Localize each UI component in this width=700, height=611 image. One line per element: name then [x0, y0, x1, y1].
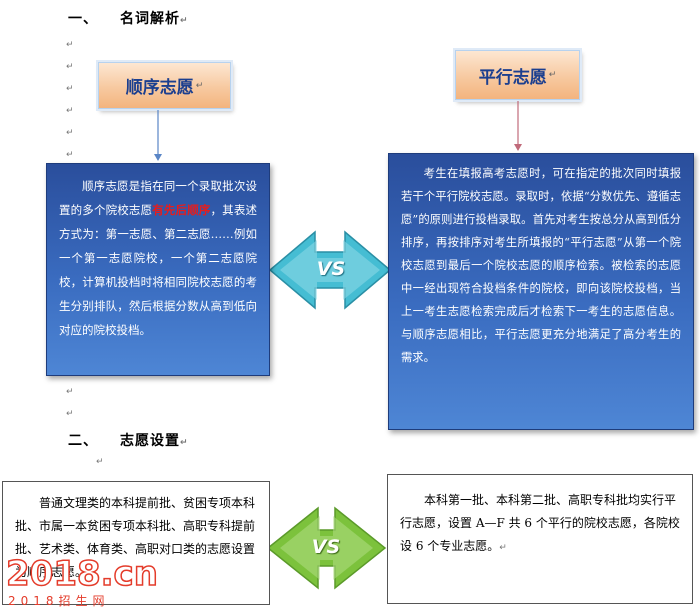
- sequential-desc-highlight: 有先后顺序: [152, 203, 211, 217]
- sequential-volunteer-label-text: 顺序志愿: [125, 78, 194, 98]
- watermark-subtitle: 2018招生网: [8, 594, 110, 608]
- paragraph-mark: ↵: [66, 106, 74, 116]
- parallel-volunteer-label: 平行志愿↵: [455, 50, 580, 100]
- parallel-volunteer-description: 考生在填报高考志愿时，可在指定的批次同时填报若干个平行院校志愿。录取时，依据“分…: [388, 153, 694, 430]
- paragraph-mark: ↵: [66, 40, 74, 50]
- parallel-setting-text: 本科第一批、本科第二批、高职专科批均实行平行志愿，设置 A—F 共 6 个平行的…: [400, 493, 680, 553]
- paragraph-mark: ↵: [66, 84, 74, 94]
- section-1-title: 名词解析: [120, 11, 180, 27]
- vs-label-bottom: VS: [311, 536, 341, 558]
- parallel-setting-box: 本科第一批、本科第二批、高职专科批均实行平行志愿，设置 A—F 共 6 个平行的…: [387, 474, 693, 604]
- sequential-volunteer-label: 顺序志愿↵: [98, 62, 231, 109]
- section-2-title: 志愿设置: [120, 433, 180, 449]
- sequential-desc-text-1: 顺序志愿是指在同一个录取批次设置的多个院校志愿: [59, 179, 257, 217]
- sequential-setting-box: 普通文理类的本科提前批、贫困专项本科批、市属一本贫困专项本科批、高职专科提前批、…: [2, 481, 270, 605]
- site-watermark-logo: 2018.cn 2018招生网: [0, 554, 180, 611]
- section-1-heading: 一、 名词解析↵: [68, 8, 189, 28]
- left-connector-arrowhead: [154, 154, 162, 161]
- section-2-heading: 二、 志愿设置↵: [68, 430, 189, 450]
- paragraph-mark: ↵: [180, 16, 189, 26]
- sequential-volunteer-description: 顺序志愿是指在同一个录取批次设置的多个院校志愿有先后顺序，其表述方式为：第一志愿…: [46, 163, 270, 376]
- paragraph-mark: ↵: [66, 150, 74, 160]
- parallel-volunteer-label-text: 平行志愿: [478, 67, 547, 88]
- paragraph-mark: ↵: [66, 387, 74, 397]
- parallel-desc-text: 考生在填报高考志愿时，可在指定的批次同时填报若干个平行院校志愿。录取时，依据“分…: [401, 167, 681, 364]
- watermark-domain: 2018.cn: [5, 554, 158, 594]
- right-connector-arrowhead: [514, 144, 522, 151]
- section-1-number: 一、: [68, 11, 98, 27]
- sequential-setting-text: 普通文理类的本科提前批、贫困专项本科批、市属一本贫困专项本科批、高职专科提前批、…: [15, 496, 256, 579]
- vs-label-top: VS: [316, 258, 346, 280]
- paragraph-mark: ↵: [180, 438, 189, 448]
- paragraph-mark: ↵: [66, 62, 74, 72]
- paragraph-mark: ↵: [66, 409, 74, 419]
- paragraph-mark: ↵: [96, 457, 104, 467]
- sequential-desc-text-2: ，其表述方式为：第一志愿、第二志愿……例如一个第一志愿院校，一个第二志愿院校，计…: [59, 203, 257, 337]
- paragraph-mark: ↵: [66, 128, 74, 138]
- section-2-number: 二、: [68, 433, 98, 449]
